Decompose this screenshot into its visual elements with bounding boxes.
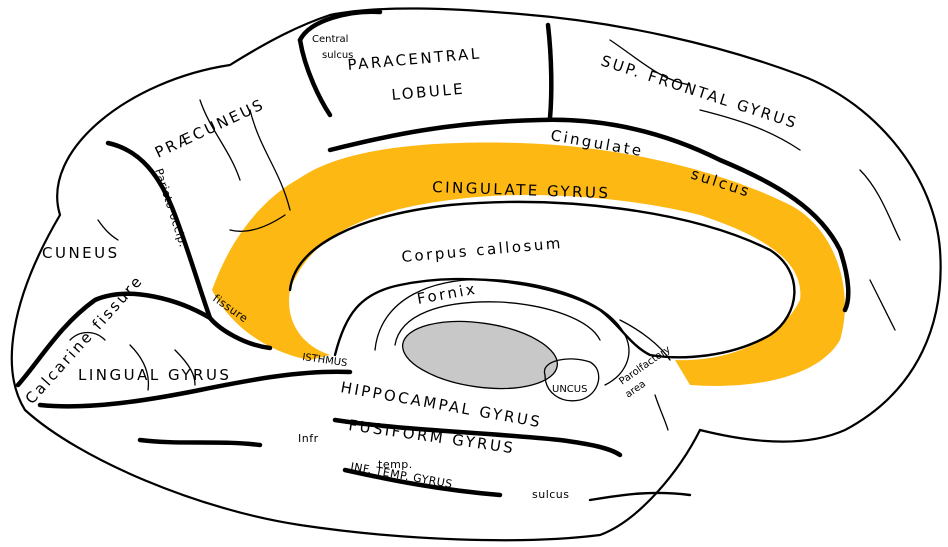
- sulcus-thin-13: [654, 394, 669, 431]
- inf-temporal-sulcus-3: [588, 491, 692, 502]
- fusiform-sulcus-line: [332, 417, 623, 458]
- cingulate-gyrus-region: [212, 142, 845, 386]
- label-infr: Infr: [298, 432, 319, 445]
- label-sulcus-bottom: sulcus: [532, 488, 570, 501]
- label-cuneus: CUNEUS: [42, 244, 120, 262]
- fornix-outline: [374, 278, 630, 386]
- inf-temporal-sulcus-2: [342, 467, 503, 498]
- collateral-sulcus-line: [37, 369, 353, 409]
- thalamus: [401, 320, 559, 390]
- sulcus-thin-6: [859, 169, 901, 241]
- sulcus-thin-1: [199, 99, 241, 181]
- sulcus-thin-10: [174, 349, 196, 386]
- sulcus-thin-8: [69, 331, 106, 341]
- sulcus-thin-12: [619, 319, 671, 361]
- inf-temporal-sulcus-1: [137, 437, 263, 448]
- sulcus-thin-9: [129, 344, 150, 391]
- central-sulcus-line: [297, 9, 383, 43]
- label-central-sulcus-1: Central: [312, 34, 348, 45]
- uncus-outline: [543, 358, 600, 402]
- sulcus-thin-5: [699, 109, 801, 151]
- brain-outline: [10, 7, 942, 542]
- corpus-callosum-outline: [288, 200, 796, 359]
- label-central-sulcus-2: sulcus: [322, 50, 353, 61]
- label-uncus: UNCUS: [552, 384, 587, 395]
- paracentral-boundary-right: [545, 22, 554, 121]
- sulcus-thin-4: [609, 39, 691, 86]
- sulcus-thin-7: [869, 279, 896, 331]
- label-temp: temp.: [378, 458, 413, 471]
- calcarine-fissure-line: [15, 291, 213, 388]
- sulcus-thin-11: [97, 219, 119, 241]
- paracentral-boundary-left: [297, 37, 333, 118]
- sulcus-thin-3: [229, 214, 286, 232]
- fornix-inner: [394, 301, 601, 346]
- label-lingual-gyrus: LINGUAL GYRUS: [78, 366, 231, 384]
- sulcus-thin-2: [249, 109, 291, 211]
- cingulate-sulcus-line: [327, 117, 851, 313]
- parieto-occipital-fissure: [105, 140, 273, 351]
